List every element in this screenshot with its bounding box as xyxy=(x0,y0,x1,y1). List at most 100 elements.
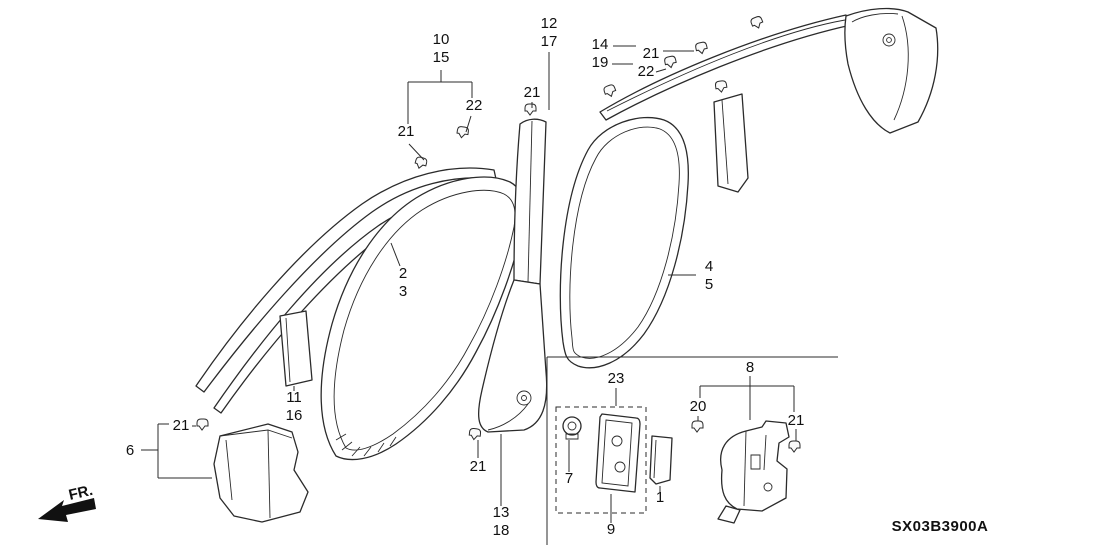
access-panel-hole-b xyxy=(614,461,626,473)
callout-22-a: 22 xyxy=(466,97,483,114)
callout-21-e: 21 xyxy=(470,458,487,475)
cowl-side-crease-b xyxy=(267,429,271,519)
clip-icon xyxy=(714,79,728,94)
cowl-side-outline xyxy=(213,423,309,523)
callout-3: 3 xyxy=(399,283,407,300)
access-panel-inner-line xyxy=(601,419,633,487)
small-garnish-outline xyxy=(649,435,673,485)
center-pillar-upper-crease xyxy=(527,120,533,283)
leader-lines-10-15 xyxy=(407,70,473,161)
bracket-outline xyxy=(720,420,790,512)
grommet-flange xyxy=(565,433,579,440)
rear-pillar-upper-crease xyxy=(721,99,729,185)
leader-lines-12-17 xyxy=(531,52,550,110)
bracket-crease-a xyxy=(743,430,747,507)
clip-icon xyxy=(196,418,209,431)
part-center-pillar-upper-garnish xyxy=(513,118,547,285)
callout-21-b: 21 xyxy=(524,84,541,101)
bracket-foot xyxy=(717,505,741,524)
callout-7: 7 xyxy=(565,470,573,487)
part-cowl-side-trim xyxy=(213,423,309,523)
small-garnish-crease xyxy=(653,439,657,479)
callout-22-b: 22 xyxy=(638,63,655,80)
bracket-slot xyxy=(750,454,761,470)
fr-direction-indicator: FR. xyxy=(38,482,96,522)
callout-19: 19 xyxy=(592,54,609,71)
leader-lines-8-20-21 xyxy=(697,376,797,441)
clip-icon xyxy=(749,15,765,31)
callout-17: 17 xyxy=(541,33,558,50)
detail-group-box xyxy=(555,406,647,514)
rear-pillar-upper-outline xyxy=(713,93,749,193)
roof-garnish-edge-line xyxy=(606,19,846,112)
rear-loop-outer xyxy=(559,116,689,369)
center-pillar-lower-crease xyxy=(487,403,529,431)
front-loop-inner xyxy=(333,189,516,451)
callout-11: 11 xyxy=(286,389,302,406)
part-small-garnish xyxy=(649,435,673,485)
center-pillar-lower-hole-center xyxy=(521,395,527,401)
rear-loop-inner xyxy=(569,126,680,359)
grommet-inner xyxy=(567,421,577,431)
clip-icon xyxy=(788,440,801,453)
center-pillar-lower-hole xyxy=(516,390,532,406)
callout-10: 10 xyxy=(433,31,450,48)
clip-icon xyxy=(663,55,678,70)
leader-lines-6-21 xyxy=(141,423,212,479)
part-access-panel xyxy=(595,413,641,493)
callout-5: 5 xyxy=(705,276,713,293)
bracket-hole xyxy=(763,482,773,492)
callout-23: 23 xyxy=(608,370,625,387)
part-code: SX03B3900A xyxy=(892,518,989,535)
part-center-pillar-lower-garnish xyxy=(477,279,548,433)
callout-4: 4 xyxy=(705,258,713,275)
part-grommet xyxy=(562,416,582,440)
part-mounting-bracket xyxy=(717,420,790,524)
detail-group-separator xyxy=(546,356,838,545)
quarter-pillar-crease-a xyxy=(851,13,899,23)
callout-6: 6 xyxy=(126,442,134,459)
fr-arrow-icon xyxy=(38,498,96,522)
callout-14: 14 xyxy=(592,36,609,53)
clip-icon xyxy=(524,103,537,116)
part-rear-door-opening-trim xyxy=(559,116,689,369)
callout-20: 20 xyxy=(690,398,707,415)
callout-8: 8 xyxy=(746,359,754,376)
quarter-pillar-crease-b xyxy=(893,15,909,121)
pillar-pad-outline xyxy=(279,310,313,387)
leader-lines-14-19 xyxy=(612,45,694,73)
clip-icon xyxy=(602,83,618,99)
quarter-pillar-hole-center xyxy=(886,37,892,43)
leader-line-2-3 xyxy=(390,242,401,267)
part-pillar-pad xyxy=(279,310,313,387)
callout-21-f: 21 xyxy=(788,412,805,429)
callout-2: 2 xyxy=(399,265,407,282)
access-panel-hole-a xyxy=(611,435,623,447)
cowl-side-crease-c xyxy=(225,439,233,501)
callout-16: 16 xyxy=(286,407,303,424)
callout-15: 15 xyxy=(433,49,450,66)
part-quarter-pillar-garnish xyxy=(844,7,939,134)
callout-1: 1 xyxy=(656,489,664,506)
clip-icon xyxy=(694,41,709,56)
leader-lines-detail-group xyxy=(568,388,661,523)
quarter-pillar-hole xyxy=(882,33,896,47)
clip-icon xyxy=(413,155,429,171)
callout-21-c: 21 xyxy=(643,45,660,62)
pillar-pad-crease xyxy=(285,317,291,383)
clip-icon xyxy=(691,420,704,433)
grommet-outer xyxy=(562,416,582,436)
callout-9: 9 xyxy=(607,521,615,538)
quarter-pillar-outline xyxy=(844,7,939,134)
fr-label: FR. xyxy=(67,482,94,504)
front-loop-hatching xyxy=(335,433,397,457)
callout-18: 18 xyxy=(493,522,510,539)
callout-21-d: 21 xyxy=(173,417,190,434)
callout-13: 13 xyxy=(493,504,510,521)
part-rear-pillar-upper-garnish xyxy=(713,93,749,193)
callout-21-a: 21 xyxy=(398,123,415,140)
clip-icon xyxy=(468,427,482,441)
callout-12: 12 xyxy=(541,15,558,32)
